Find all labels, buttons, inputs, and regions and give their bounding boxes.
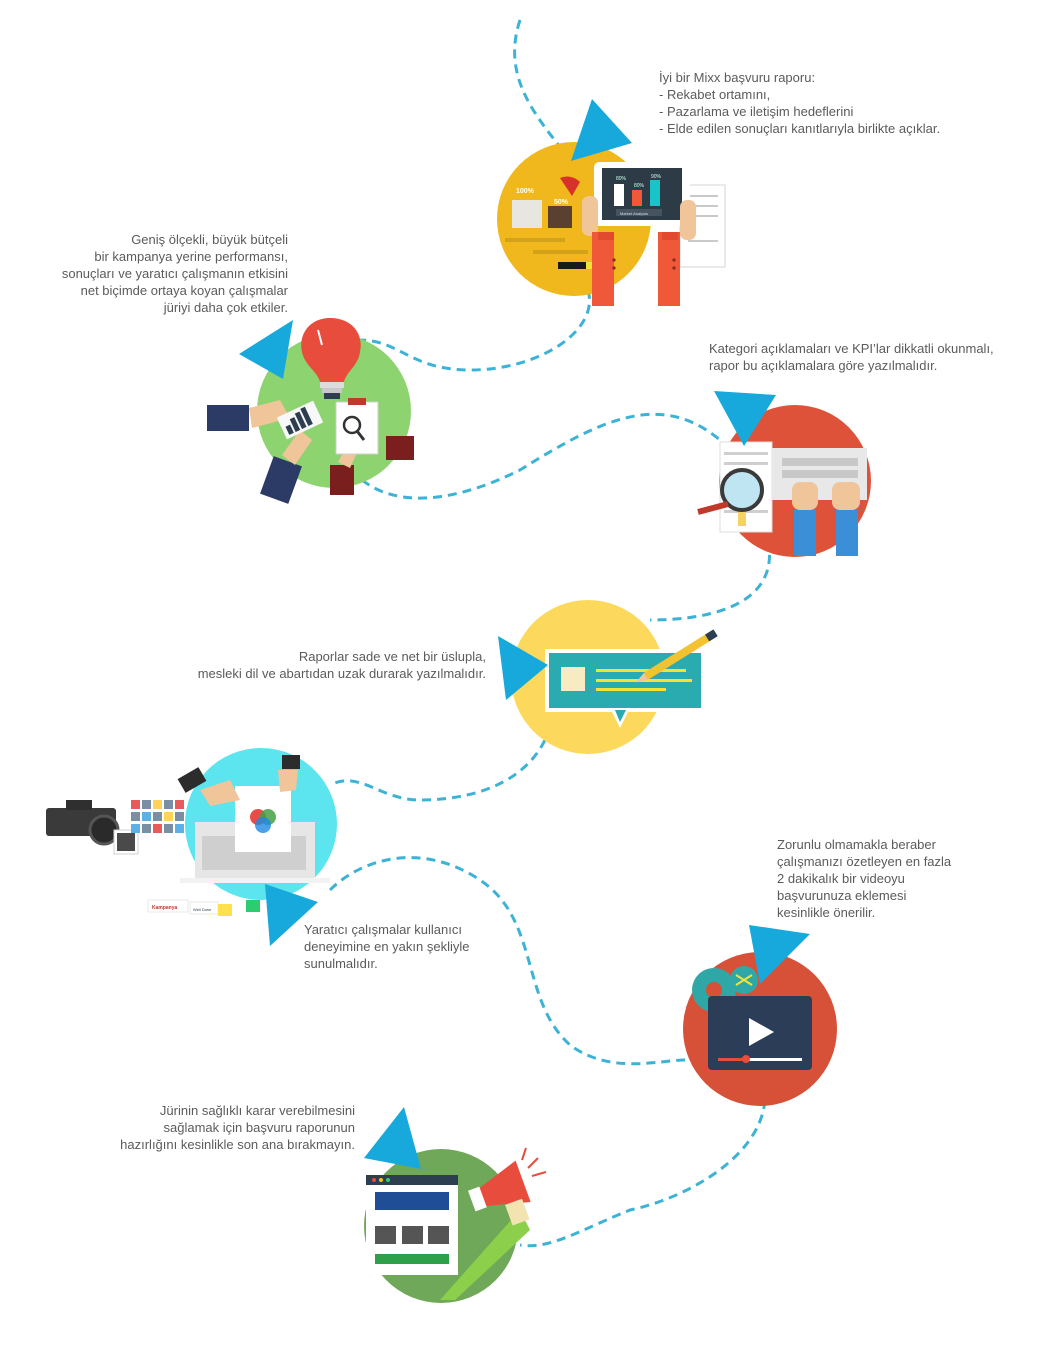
creative-tag-a: Kampanya	[152, 905, 178, 911]
report-bar1-label: 80%	[616, 176, 627, 182]
video-text-line: kesinlikle önerilir.	[777, 905, 876, 920]
style-illustration	[498, 600, 718, 754]
performance-text-line: sonuçları ve yaratıcı çalışmanın etkisin…	[61, 266, 288, 281]
report-illustration: 100% 50% 80% 80% 90% Market Analysis	[497, 99, 726, 306]
report-pct-b: 50%	[554, 199, 569, 206]
style-text: Raporlar sade ve net bir üslupla, meslek…	[198, 648, 486, 682]
timing-text-line: Jürinin sağlıklı karar verebilmesini	[159, 1103, 355, 1118]
performance-text-line: bir kampanya yerine performansı,	[94, 249, 288, 264]
creative-text-line: Yaratıcı çalışmalar kullanıcı	[304, 922, 462, 937]
video-text-line: çalışmanızı özetleyen en fazla	[777, 854, 952, 869]
kpi-illustration	[697, 391, 871, 557]
timing-arrow-icon	[364, 1107, 421, 1169]
report-bar2-label: 80%	[634, 183, 645, 189]
report-text-line: - Pazarlama ve iletişim hedeflerini	[659, 104, 854, 119]
dashed-path	[328, 19, 771, 1248]
report-tablet-button: Market Analysis	[620, 211, 648, 216]
video-text: Zorunlu olmamakla beraber çalışmanızı öz…	[777, 836, 951, 921]
creative-text-line: sunulmalıdır.	[304, 956, 378, 971]
video-illustration	[683, 925, 837, 1106]
kpi-text-line: Kategori açıklamaları ve KPI’lar dikkatl…	[709, 341, 994, 356]
timing-text: Jürinin sağlıklı karar verebilmesini sağ…	[120, 1102, 355, 1153]
video-text-line: başvurunuza eklemesi	[777, 888, 907, 903]
icon-grid	[131, 800, 184, 833]
video-text-line: 2 dakikalık bir videoyu	[777, 871, 905, 886]
video-text-line: Zorunlu olmamakla beraber	[777, 837, 936, 852]
timing-illustration	[364, 1107, 547, 1303]
performance-text: Geniş ölçekli, büyük bütçeli bir kampany…	[62, 231, 288, 316]
kpi-text: Kategori açıklamaları ve KPI’lar dikkatl…	[709, 340, 994, 374]
performance-text-line: jüriyi daha çok etkiler.	[163, 300, 288, 315]
creative-arrow-icon	[265, 884, 318, 946]
style-arrow-icon	[498, 636, 548, 700]
style-text-line: mesleki dil ve abartıdan uzak durarak ya…	[197, 666, 486, 681]
creative-illustration: Kampanya Well Done	[46, 748, 337, 946]
creative-text: Yaratıcı çalışmalar kullanıcı deneyimine…	[304, 921, 469, 972]
timing-text-line: sağlamak için başvuru raporunun	[163, 1120, 356, 1135]
creative-text-line: deneyimine en yakın şekliyle	[304, 939, 470, 954]
report-text-line: - Elde edilen sonuçları kanıtlarıyla bir…	[659, 121, 941, 136]
kpi-text-line: rapor bu açıklamalara göre yazılmalıdır.	[709, 358, 938, 373]
kpi-arrow-icon	[714, 391, 776, 446]
timing-text-line: hazırlığını kesinlikle son ana bırakmayı…	[120, 1137, 355, 1152]
report-text: İyi bir Mixx başvuru raporu: - Rekabet o…	[659, 69, 940, 137]
report-text-line: - Rekabet ortamını,	[659, 87, 771, 102]
performance-text-line: net biçimde ortaya koyan çalışmalar	[80, 283, 288, 298]
performance-arrow-icon	[239, 320, 293, 379]
performance-text-line: Geniş ölçekli, büyük bütçeli	[131, 232, 288, 247]
report-arrow-icon	[571, 99, 632, 161]
video-arrow-icon	[749, 925, 810, 984]
performance-illustration	[207, 318, 414, 504]
report-pct-a: 100%	[516, 188, 535, 195]
report-text-line: İyi bir Mixx başvuru raporu:	[659, 70, 816, 85]
creative-tag-b: Well Done	[193, 907, 212, 912]
report-bar3-label: 90%	[651, 174, 662, 180]
style-text-line: Raporlar sade ve net bir üslupla,	[298, 649, 486, 664]
